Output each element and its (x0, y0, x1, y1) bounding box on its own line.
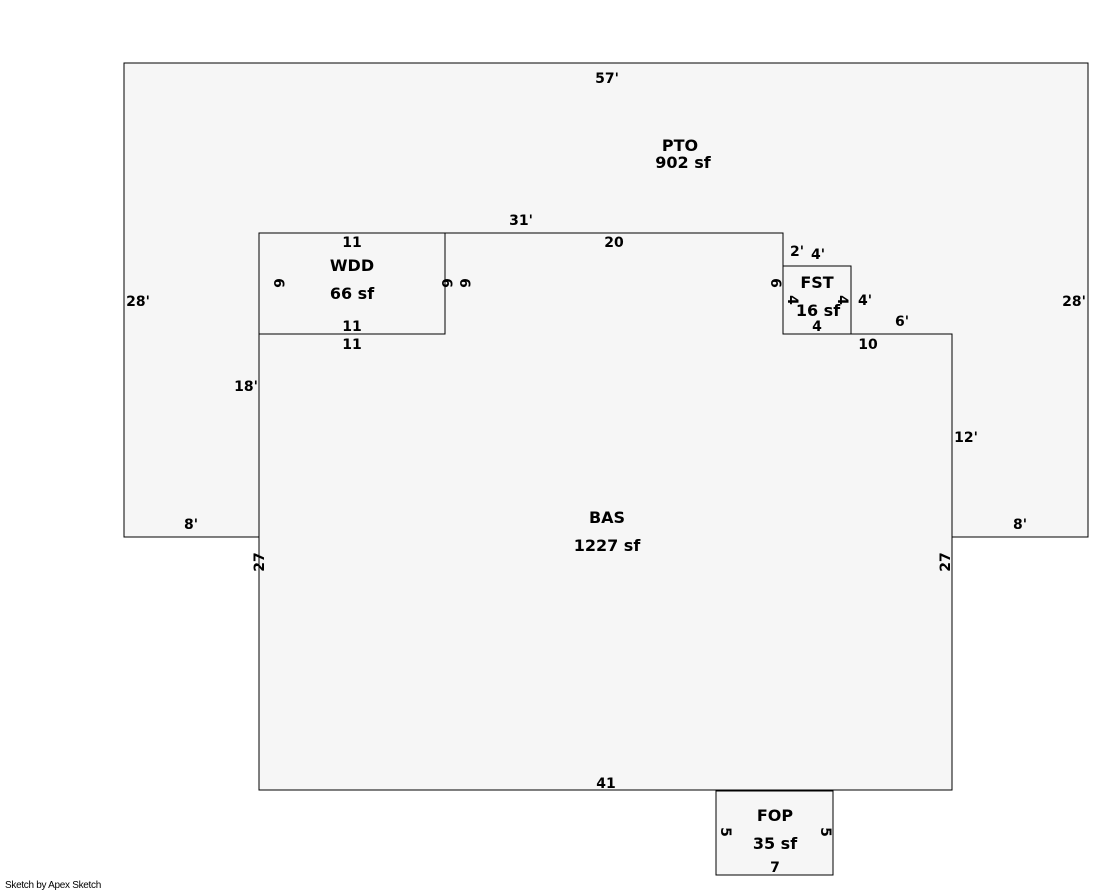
bas-label: BAS (589, 508, 625, 527)
dimension-label: 20 (604, 235, 624, 251)
dimension-label: 11 (342, 235, 361, 251)
dimension-label: 4' (811, 247, 825, 263)
dimension-label: 8' (184, 517, 198, 533)
dimension-label: 6 (767, 278, 783, 288)
dimension-label: 28' (126, 294, 150, 310)
sketch-credit: Sketch by Apex Sketch (5, 880, 101, 891)
fop-area (715, 790, 834, 876)
dimension-label: 57' (595, 71, 619, 87)
dimension-label: 4 (812, 319, 822, 335)
dimension-label: 7 (770, 860, 780, 876)
dimension-label: 28' (1062, 294, 1086, 310)
dimension-label: 5 (717, 827, 733, 837)
dimension-label: 4' (858, 293, 872, 309)
dimension-label: 31' (509, 213, 533, 229)
fst-area-value: 16 sf (796, 301, 841, 320)
dimension-label: 41 (596, 776, 615, 792)
dimension-label: 10 (858, 337, 878, 353)
wdd-area-value: 66 sf (330, 284, 375, 303)
fst-label: FST (800, 273, 833, 292)
pto-area-value: 902 sf (655, 153, 711, 172)
dimension-label: 6 (438, 278, 454, 288)
dimension-label: 27 (938, 552, 954, 571)
bas-area-value: 1227 sf (574, 536, 642, 555)
dimension-label: 27 (252, 552, 268, 571)
fop-area-value: 35 sf (753, 834, 798, 853)
dimension-label: 6 (270, 278, 286, 288)
dimension-label: 11 (342, 337, 361, 353)
wdd-area (258, 232, 446, 335)
dimension-label: 11 (342, 319, 361, 335)
dimension-label: 5 (817, 827, 833, 837)
fop-label: FOP (757, 806, 794, 825)
dimension-label: 4 (784, 295, 800, 305)
dimension-label: 4 (834, 295, 850, 305)
fst-area (782, 265, 852, 335)
dimension-label: 8' (1013, 517, 1027, 533)
dimension-label: 18' (234, 379, 258, 395)
pto-label: PTO (662, 136, 698, 155)
dimension-label: 12' (954, 430, 978, 446)
dimension-label: 2' (790, 244, 804, 260)
wdd-label: WDD (330, 256, 374, 275)
dimension-label: 6' (895, 314, 909, 330)
dimension-label: 6 (456, 278, 472, 288)
